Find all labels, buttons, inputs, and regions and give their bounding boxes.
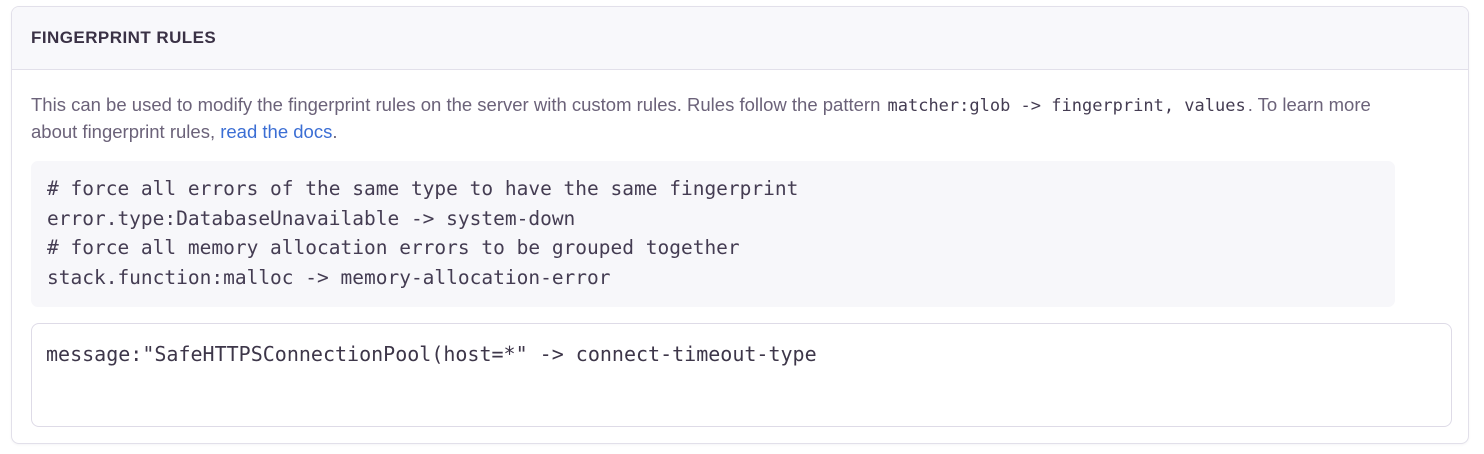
inline-code-pattern: matcher:glob -> fingerprint, values: [887, 96, 1246, 116]
description-text-before-code: This can be used to modify the fingerpri…: [31, 94, 886, 115]
description-text-after-link: .: [332, 121, 338, 142]
panel-body: This can be used to modify the fingerpri…: [12, 70, 1468, 427]
description-text-after-code: . To learn more about fingerprint rules,: [31, 94, 1371, 142]
example-code-text: # force all errors of the same type to h…: [47, 177, 799, 289]
example-code-block: # force all errors of the same type to h…: [31, 161, 1395, 307]
page-title: FINGERPRINT RULES: [31, 28, 217, 47]
fingerprint-rules-panel: FINGERPRINT RULES This can be used to mo…: [11, 6, 1469, 444]
fingerprint-rules-input[interactable]: [31, 323, 1452, 427]
panel-header: FINGERPRINT RULES: [12, 7, 1468, 70]
description-text: This can be used to modify the fingerpri…: [31, 92, 1403, 145]
read-the-docs-link[interactable]: read the docs: [220, 121, 333, 142]
